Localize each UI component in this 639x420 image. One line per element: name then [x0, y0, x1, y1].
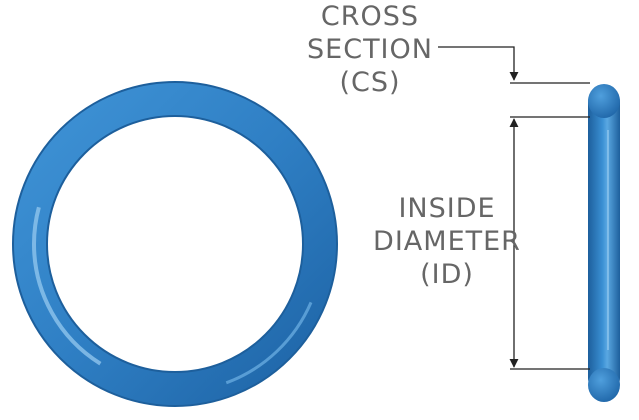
- inside-diameter-dimension: [509, 118, 590, 370]
- inside-diameter-label-line3: (ID): [420, 259, 474, 290]
- o-ring-side-view: [588, 84, 620, 402]
- cross-section-label-line1: CROSS: [320, 1, 420, 32]
- inside-diameter-label: INSIDE DIAMETER (ID): [372, 192, 522, 291]
- o-ring-highlight: [32, 101, 318, 387]
- o-ring-side-top-cap: [588, 84, 620, 118]
- o-ring-front-view: [12, 81, 338, 407]
- cross-section-label: CROSS SECTION (CS): [300, 0, 440, 99]
- o-ring-side-body: [588, 86, 620, 394]
- cross-section-label-line3: (CS): [339, 67, 401, 98]
- cross-section-leader-line: [438, 46, 519, 81]
- inside-diameter-label-line2: DIAMETER: [373, 226, 521, 257]
- o-ring-side-bottom-cap: [588, 368, 620, 402]
- cross-section-label-line2: SECTION: [307, 34, 433, 65]
- inside-diameter-label-line1: INSIDE: [398, 193, 496, 224]
- cross-section-dimension: [438, 46, 590, 118]
- o-ring-body: [14, 83, 336, 405]
